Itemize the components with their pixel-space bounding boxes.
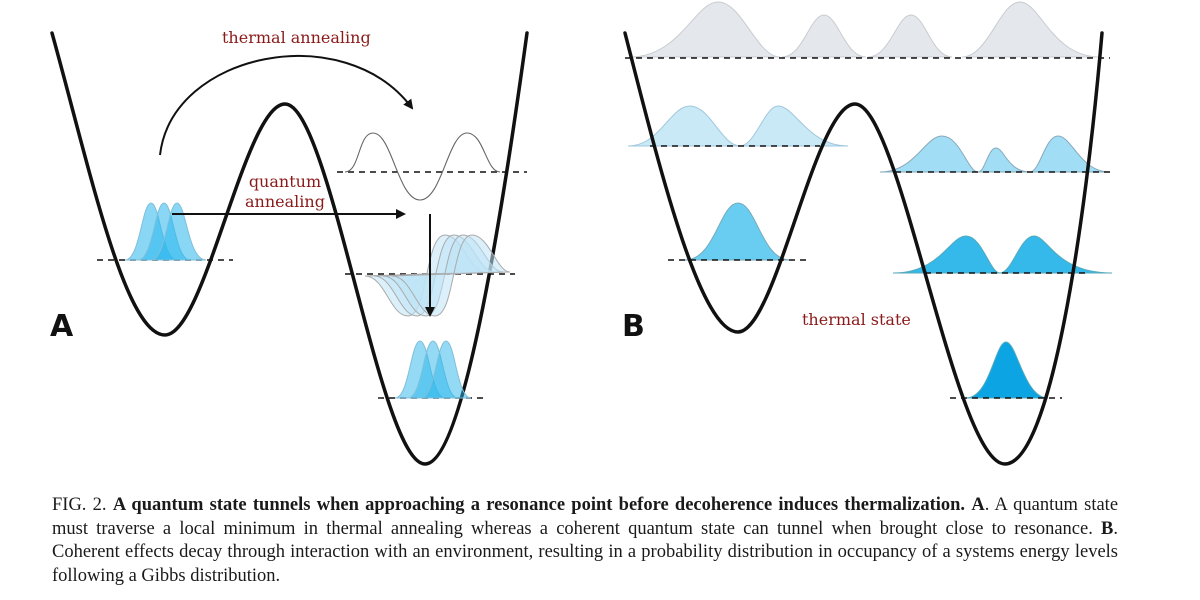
double-well-potential-b — [623, 31, 1104, 466]
wavepacket-right-well — [394, 340, 472, 399]
tunnelling-wavepackets — [364, 234, 511, 317]
caption-text-b: Coherent effects decay through interacti… — [52, 542, 1118, 586]
thermal-excited-wave — [344, 132, 501, 201]
ground-state-distribution — [965, 341, 1049, 399]
caption-title: A quantum state tunnels when approaching… — [112, 495, 966, 515]
figure-caption: FIG. 2. A quantum state tunnels when app… — [52, 495, 1119, 586]
level-4-distribution — [629, 1, 1101, 58]
caption-label-b: B — [1101, 518, 1114, 539]
quantum-annealing-line1: quantum — [248, 172, 322, 191]
caption-label-a: A — [971, 495, 985, 515]
caption-text-a: A quantum state must traverse a local mi… — [52, 495, 1119, 539]
thermal-annealing-arrow — [159, 55, 414, 156]
figure: A B thermal annealing quantum annealing … — [50, 1, 1113, 466]
panel-a-drawing — [50, 31, 529, 466]
quantum-annealing-label: quantum annealing — [245, 172, 325, 212]
quantum-annealing-line2: annealing — [245, 192, 325, 211]
wavepacket-left-well — [124, 202, 207, 261]
thermal-annealing-label: thermal annealing — [222, 28, 371, 47]
panel-label-a: A — [50, 309, 74, 344]
double-well-potential-a — [50, 31, 529, 466]
panel-b-drawing — [623, 1, 1113, 466]
level-3-distribution — [627, 105, 1111, 173]
panel-label-b: B — [622, 309, 645, 344]
thermal-state-label: thermal state — [802, 310, 911, 329]
caption-fig-number: FIG. 2. — [52, 495, 107, 515]
figure-drawing — [50, 1, 1113, 466]
level-2-distribution — [684, 202, 1113, 274]
